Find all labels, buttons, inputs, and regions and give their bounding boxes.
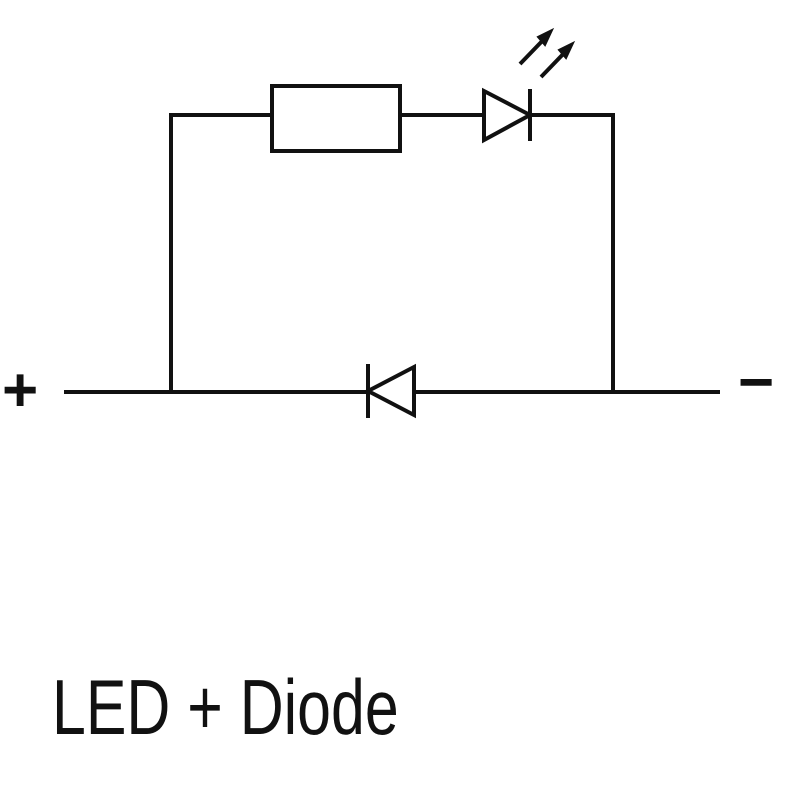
resistor-symbol [270,84,402,153]
terminal-negative: − [738,348,775,417]
terminal-positive: + [2,356,39,425]
led-triangle [482,87,535,144]
led-symbol [482,27,576,144]
diode-symbol [363,363,416,419]
led-light-arrows-icon [518,27,576,79]
diode-triangle [363,363,416,419]
diagram-caption: LED + Diode [52,663,399,751]
